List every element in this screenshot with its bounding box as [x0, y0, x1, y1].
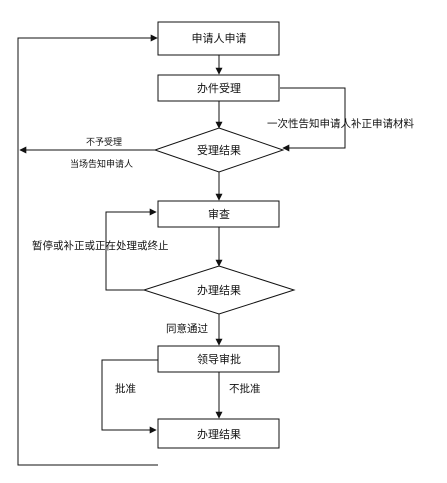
label-not-approve: 不批准 [229, 382, 261, 395]
arrow-final-to-apply [17, 34, 158, 466]
node-process-result-label: 办理结果 [197, 284, 241, 297]
node-final-result-label: 办理结果 [197, 428, 241, 441]
node-accept [157, 74, 280, 102]
arrow-approve-branch [101, 359, 158, 434]
label-notify-on-site: 当场告知申请人 [70, 158, 133, 170]
node-accept-label: 办件受理 [197, 82, 241, 95]
node-apply-label: 申请人申请 [192, 32, 247, 45]
node-review-label: 审查 [208, 207, 230, 221]
node-process-result [142, 265, 296, 315]
node-final-result [157, 418, 280, 449]
arrow-supplement-loop [280, 87, 346, 152]
label-suspend-or-end: 暂停或补正或正在处理或终止 [32, 239, 169, 252]
label-approve: 批准 [115, 382, 136, 395]
node-leader-approval [157, 345, 280, 373]
label-not-accepted: 不予受理 [86, 136, 122, 148]
label-notify-supplement: 一次性告知申请人补正申请材料 [267, 117, 414, 130]
node-leader-approval-label: 领导审批 [197, 352, 241, 366]
label-agree-pass: 同意通过 [166, 322, 208, 335]
node-accept-result-label: 受理结果 [197, 144, 241, 157]
node-apply [157, 21, 280, 56]
node-accept-result [153, 127, 285, 173]
node-review [157, 200, 280, 228]
arrow-suspend-loop [105, 208, 157, 291]
